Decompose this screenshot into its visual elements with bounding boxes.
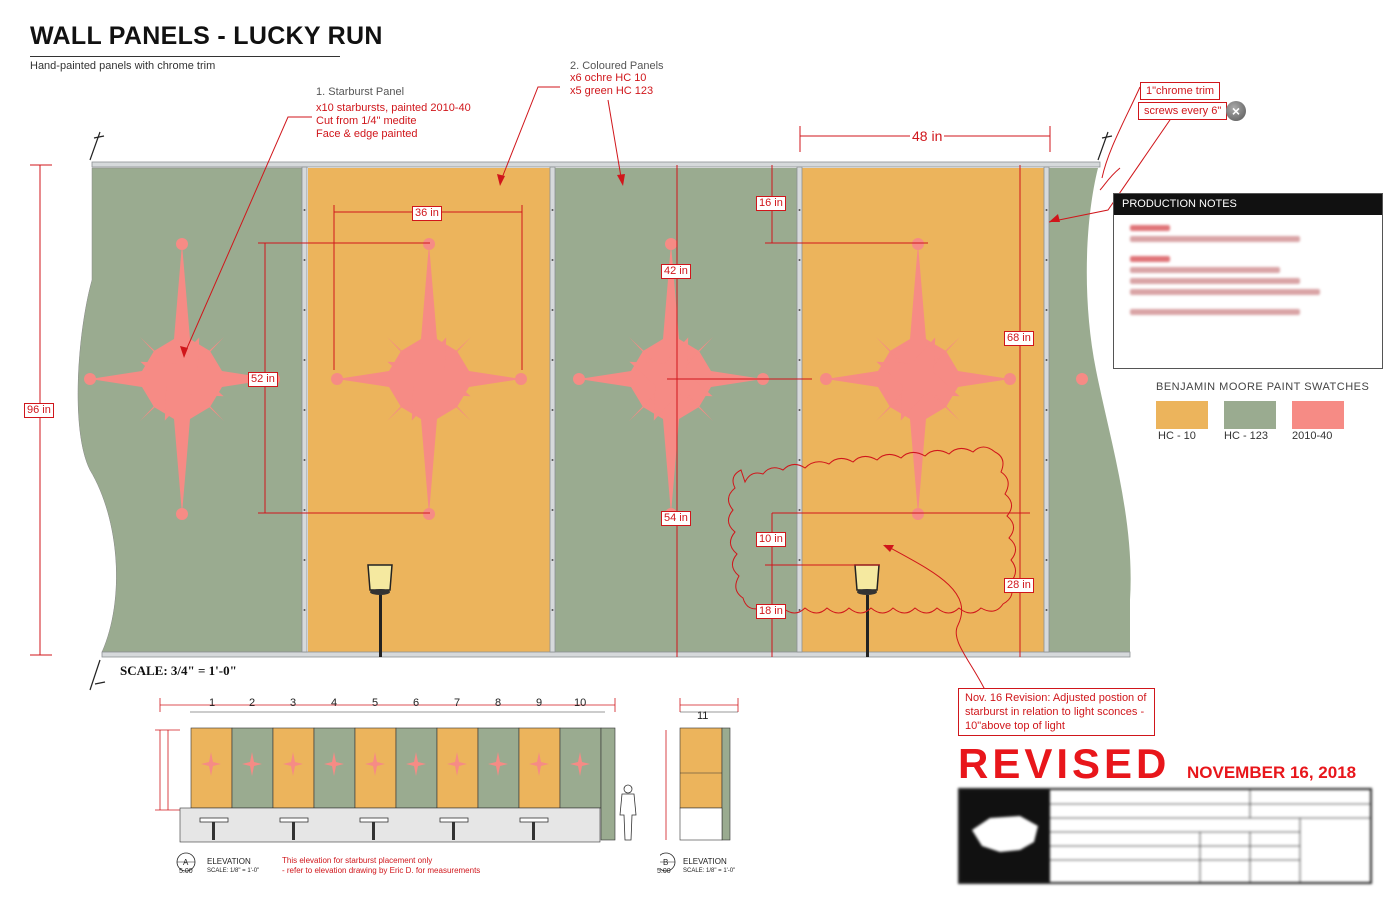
elev-panel-number: 10 xyxy=(574,697,587,709)
callout-coloured-line-2: x5 green HC 123 xyxy=(570,85,654,97)
elevation-a-panels xyxy=(190,727,616,841)
dimension-42: 42 in xyxy=(661,264,691,279)
production-notes-blurred-line xyxy=(1130,278,1300,284)
swatch-hc10 xyxy=(1156,401,1208,429)
page-subtitle: Hand-painted panels with chrome trim xyxy=(30,60,216,72)
elevation-a-person xyxy=(619,784,637,841)
production-notes-blurred-line xyxy=(1130,256,1170,262)
callout-starburst-line-3: Face & edge painted xyxy=(316,128,418,140)
callout-starburst-heading: 1. Starburst Panel xyxy=(316,86,405,98)
elevation-a-label: ELEVATION xyxy=(207,857,251,866)
elev-panel-number: 7 xyxy=(454,697,461,709)
break-lines xyxy=(89,131,1113,691)
callout-coloured-line-1: x6 ochre HC 10 xyxy=(570,72,647,84)
dimension-36: 36 in xyxy=(412,206,442,221)
elevation-b-label: ELEVATION xyxy=(683,857,727,866)
leader-arrows xyxy=(183,86,1173,691)
production-notes-heading: PRODUCTION NOTES xyxy=(1114,194,1382,215)
production-notes-panel: PRODUCTION NOTES xyxy=(1113,193,1383,369)
dimension-28: 28 in xyxy=(1004,578,1034,593)
leader-arrowheads xyxy=(180,174,1060,552)
swatch-label-2010-40: 2010-40 xyxy=(1292,430,1333,442)
revised-stamp: REVISED xyxy=(958,740,1171,787)
chrome-trim-top xyxy=(91,161,1101,168)
production-notes-blurred-line xyxy=(1130,225,1170,231)
scale-label: SCALE: 3/4" = 1'-0" xyxy=(120,663,237,678)
elevation-b-marker-letter: B xyxy=(663,858,669,867)
revision-note: Nov. 16 Revision: Adjusted postion of st… xyxy=(958,688,1155,736)
elevation-b-sheet: 5.00 xyxy=(657,868,671,875)
wall-green-panel-right xyxy=(1049,168,1131,652)
elev-panel-number: 1 xyxy=(209,697,216,709)
production-notes-blurred-line xyxy=(1130,236,1300,242)
sconce-light-2 xyxy=(854,564,880,657)
swatches-title: BENJAMIN MOORE PAINT SWATCHES xyxy=(1156,381,1370,393)
dimension-18: 18 in xyxy=(756,604,786,619)
elev-panel-number: 3 xyxy=(290,697,297,709)
elevation-a-drawing xyxy=(155,698,637,872)
callout-starburst-line-2: Cut from 1/4" medite xyxy=(316,115,417,127)
elev-panel-number: 6 xyxy=(413,697,420,709)
revised-date: NOVEMBER 16, 2018 xyxy=(1187,763,1357,782)
callout-screws: screws every 6" xyxy=(1138,102,1228,120)
elevation-b-drawing xyxy=(660,698,739,872)
title-underline xyxy=(30,56,340,57)
elevation-a-scale: SCALE: 1/8" = 1'-0" xyxy=(207,868,260,874)
elev-panel-number: 9 xyxy=(536,697,543,709)
callout-starburst-line-1: x10 starbursts, painted 2010-40 xyxy=(316,102,471,114)
dimension-48: 48 in xyxy=(910,128,945,144)
dimension-54: 54 in xyxy=(661,511,691,526)
dimension-68: 68 in xyxy=(1004,331,1034,346)
elevation-a-booths xyxy=(179,807,601,843)
page-title: WALL PANELS - LUCKY RUN xyxy=(30,22,383,50)
elevation-note-line-1: This elevation for starburst placement o… xyxy=(282,856,433,865)
elevation-a-starbursts xyxy=(201,752,590,776)
elev-panel-number: 4 xyxy=(331,697,338,709)
dimension-96: 96 in xyxy=(24,403,54,418)
swatch-hc123 xyxy=(1224,401,1276,429)
elev-panel-number: 8 xyxy=(495,697,502,709)
starburst-5-partial xyxy=(1076,373,1088,385)
elevation-a-sheet: 5.00 xyxy=(179,868,193,875)
trim-screws xyxy=(303,209,1048,611)
swatch-2010-40 xyxy=(1292,401,1344,429)
elevation-note-line-2: - refer to elevation drawing by Eric D. … xyxy=(282,866,481,875)
callout-chrome-trim: 1"chrome trim xyxy=(1140,82,1221,100)
elev-panel-number: 2 xyxy=(249,697,256,709)
swatch-label-hc10: HC - 10 xyxy=(1158,430,1196,442)
revision-cloud xyxy=(728,446,1016,614)
title-block-graphic xyxy=(960,790,1370,882)
dimension-10: 10 in xyxy=(756,532,786,547)
callout-coloured-panels: 2. Coloured Panels x6 ochre HC 10 x5 gre… xyxy=(570,60,664,98)
title-block xyxy=(958,788,1372,884)
dimension-16: 16 in xyxy=(756,196,786,211)
production-notes-blurred-line xyxy=(1130,309,1300,315)
elev-panel-number: 5 xyxy=(372,697,379,709)
elevation-a-marker-letter: A xyxy=(183,858,189,867)
elevation-b-panel-number: 11 xyxy=(697,710,709,722)
production-notes-blurred-line xyxy=(1130,267,1280,273)
swatch-label-hc123: HC - 123 xyxy=(1224,430,1269,442)
elevation-b-scale: SCALE: 1/8" = 1'-0" xyxy=(683,868,736,874)
close-icon[interactable]: × xyxy=(1226,101,1246,121)
sconce-light-1 xyxy=(367,564,393,657)
callout-starburst-panel: 1. Starburst Panel x10 starbursts, paint… xyxy=(316,86,471,141)
callout-coloured-heading: 2. Coloured Panels xyxy=(570,60,664,72)
chrome-trim-bottom xyxy=(101,651,1131,658)
dimension-52: 52 in xyxy=(248,372,278,387)
production-notes-blurred-line xyxy=(1130,289,1320,295)
